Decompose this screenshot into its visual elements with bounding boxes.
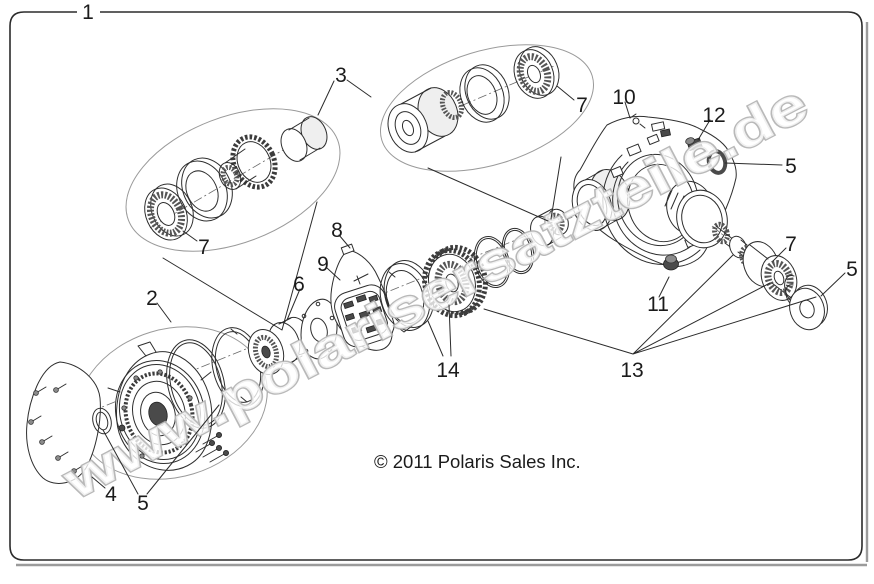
middle-parts-row — [247, 208, 569, 375]
callout-2: 2 — [146, 287, 158, 310]
callout-5-cover: 5 — [137, 492, 149, 515]
callout-7-right: 7 — [785, 233, 797, 256]
watermark-text: www.polarisersatzteile.de — [54, 75, 818, 512]
subassembly-coupler-bearing — [379, 44, 595, 172]
callout-7-left: 7 — [198, 236, 210, 259]
callout-labels: 1 2 3 4 5 6 7 7 7 5 5 8 9 10 11 12 13 14 — [82, 1, 858, 515]
frame-drop-shadow — [16, 22, 869, 567]
callout-1: 1 — [82, 1, 94, 24]
callout-13: 13 — [620, 359, 643, 382]
bolt-cluster — [195, 431, 229, 463]
callout-11: 11 — [647, 293, 669, 316]
gearcase-housing — [571, 113, 737, 271]
leader-lines — [91, 79, 846, 495]
roller-cage — [334, 284, 395, 348]
callout-12: 12 — [702, 104, 725, 127]
callout-10: 10 — [612, 86, 635, 109]
callout-6: 6 — [293, 273, 305, 296]
callout-3: 3 — [335, 64, 347, 87]
vent-bolt — [685, 137, 703, 152]
ring-gear-housing — [107, 341, 213, 471]
callout-14: 14 — [436, 359, 460, 382]
watermark: www.polarisersatzteile.de — [52, 73, 818, 512]
frame-border — [9, 11, 863, 561]
pinion-shaft-group — [711, 221, 828, 331]
callout-7-top: 7 — [576, 94, 588, 117]
callout-8: 8 — [331, 219, 343, 242]
cover-plate-screws — [28, 383, 85, 474]
copyright-notice: © 2011 Polaris Sales Inc. — [374, 451, 581, 472]
subassembly-output-cover — [26, 205, 601, 484]
callout-5-seal: 5 — [785, 155, 797, 178]
subassembly-input-gear — [125, 108, 341, 252]
drain-plug — [663, 254, 679, 271]
diagram-frame — [9, 11, 869, 567]
callout-4: 4 — [105, 483, 117, 506]
callout-5-washer: 5 — [846, 258, 858, 281]
callout-9: 9 — [317, 253, 329, 276]
